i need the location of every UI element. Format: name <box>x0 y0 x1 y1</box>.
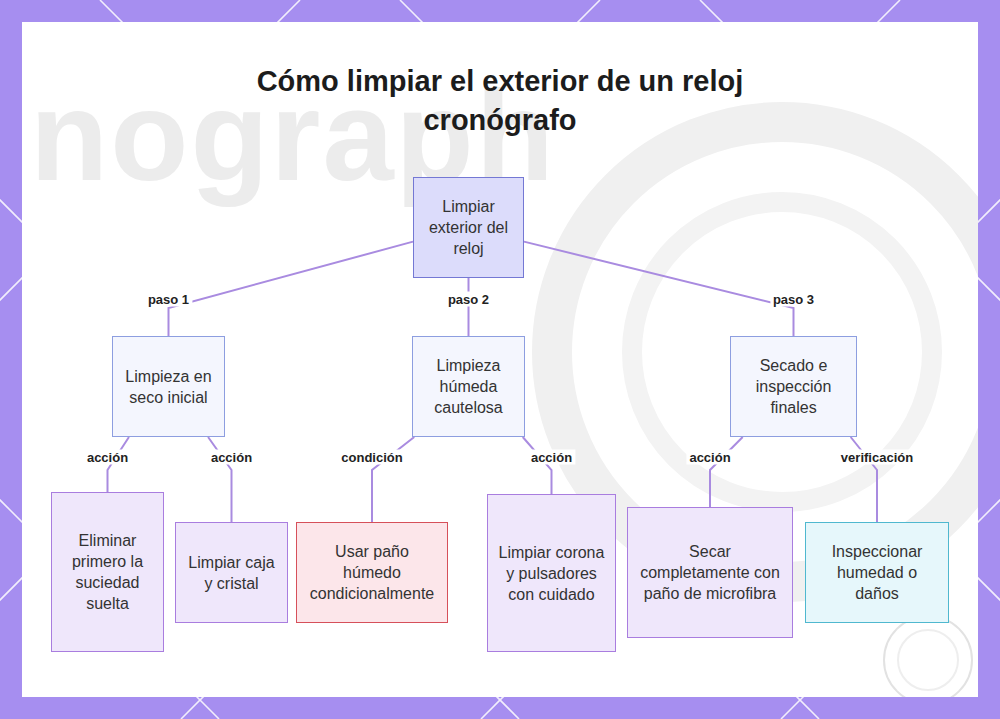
node-text-group: Usar paño húmedo condicionalmente <box>307 541 437 604</box>
connector-line <box>169 242 414 336</box>
step-box: Limpieza en seco inicial <box>112 336 225 437</box>
node-text: Secar completamente con paño de microfib… <box>638 541 782 604</box>
action-box: Limpiar corona y pulsadores con cuidado <box>487 494 616 652</box>
action-box: Eliminar primero la suciedad suelta <box>51 492 164 652</box>
edge-label: acción <box>84 450 131 465</box>
node-text-group: Secado e inspección finales <box>741 355 846 418</box>
edge-label: paso 3 <box>770 292 817 307</box>
edge-label: acción <box>686 450 733 465</box>
node-text-group: Limpiar corona y pulsadores con cuidado <box>498 542 605 605</box>
diagram-title: Cómo limpiar el exterior de un reloj cro… <box>220 62 780 140</box>
node-text: Limpiar corona y pulsadores con cuidado <box>498 542 605 605</box>
node-text-group: Secar completamente con paño de microfib… <box>638 541 782 604</box>
node-text-group: Limpieza húmeda cautelosa <box>423 355 514 418</box>
node-text: Limpiar exterior del reloj <box>424 196 513 259</box>
verification-box: Inspeccionar humedad o daños <box>805 522 949 623</box>
connector-line <box>524 242 794 336</box>
node-text: Eliminar primero la suciedad suelta <box>62 530 153 614</box>
node-text: Limpieza en seco inicial <box>123 366 214 408</box>
node-text-group: Eliminar primero la suciedad suelta <box>62 530 153 614</box>
node-text-group: Limpiar caja y cristal <box>186 552 277 594</box>
edge-label: condición <box>338 450 405 465</box>
connector-line <box>108 437 129 492</box>
root-box: Limpiar exterior del reloj <box>413 177 524 278</box>
edge-label: paso 2 <box>445 292 492 307</box>
step-box: Limpieza húmeda cautelosa <box>412 336 525 437</box>
connector-line <box>468 278 470 336</box>
edge-label: paso 1 <box>145 292 192 307</box>
node-text: Secado e inspección finales <box>741 355 846 418</box>
node-text: Limpieza húmeda cautelosa <box>423 355 514 418</box>
node-text: Inspeccionar humedad o daños <box>816 541 938 604</box>
node-text: Usar paño húmedo condicionalmente <box>307 541 437 604</box>
edge-label: acción <box>528 450 575 465</box>
action-box: Secar completamente con paño de microfib… <box>627 507 793 638</box>
node-text-group: Inspeccionar humedad o daños <box>816 541 938 604</box>
connector-line <box>710 437 743 507</box>
edge-label: acción <box>208 450 255 465</box>
node-text-group: Limpiar exterior del reloj <box>424 196 513 259</box>
action-box: Limpiar caja y cristal <box>175 522 288 623</box>
step-box: Secado e inspección finales <box>730 336 857 437</box>
edge-label: verificación <box>838 450 916 465</box>
condition-box: Usar paño húmedo condicionalmente <box>296 522 448 623</box>
connector-line <box>523 437 552 494</box>
logo-circle <box>884 616 972 697</box>
node-text: Limpiar caja y cristal <box>186 552 277 594</box>
node-text-group: Limpieza en seco inicial <box>123 366 214 408</box>
